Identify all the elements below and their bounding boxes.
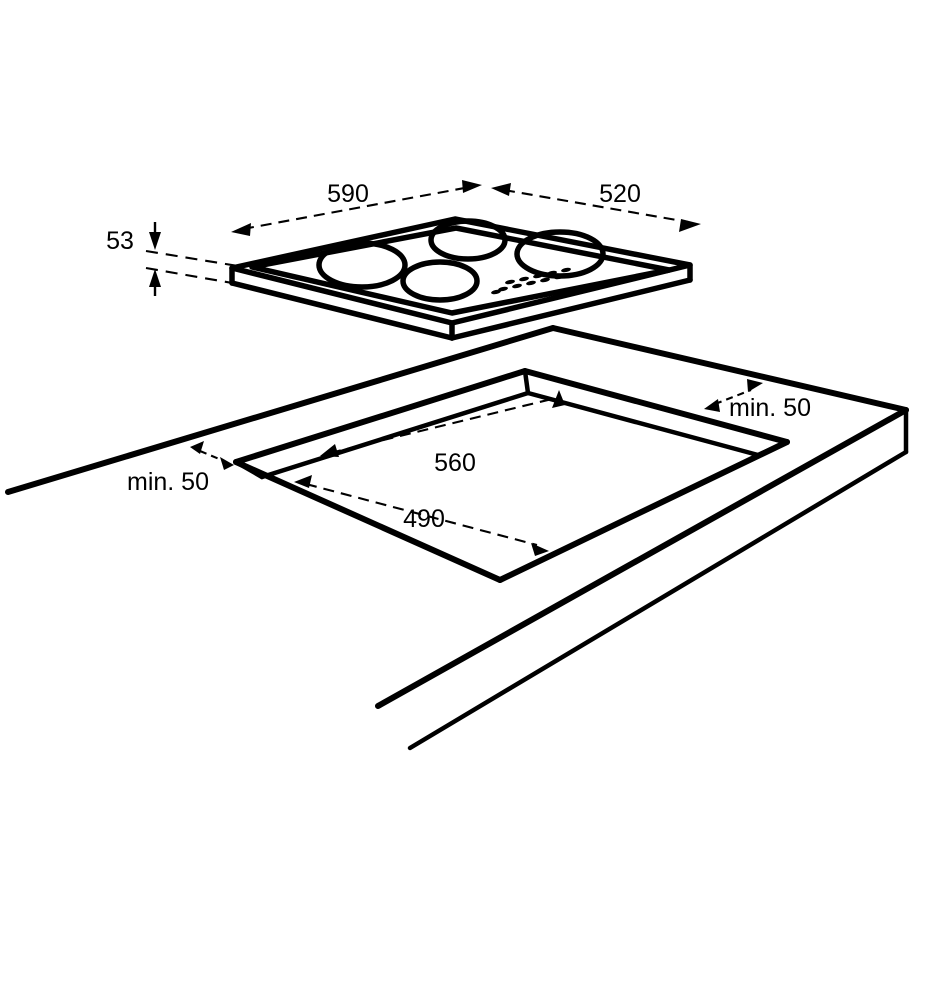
arrow-head-560-lower — [320, 444, 339, 457]
control-mark — [547, 270, 557, 276]
cutout-outer-rim-back-left — [233, 368, 528, 465]
control-mark — [533, 273, 543, 279]
dimension-cutout-depth: 490 — [294, 475, 549, 556]
cooktop-body-front-right-edge — [449, 277, 693, 341]
dimension-label-53: 53 — [106, 227, 134, 255]
control-mark — [561, 267, 571, 273]
cutout-left-corner-thickness — [233, 459, 265, 480]
arrow-head-520-right — [679, 219, 701, 232]
arrow-head-clearance-right-upper — [747, 379, 763, 392]
arrow-head-clearance-left-upper — [190, 441, 204, 454]
control-mark — [491, 289, 501, 295]
dimension-label-clearance-left: min. 50 — [127, 468, 209, 496]
cooktop-plate-inner-bevel — [249, 225, 672, 316]
burner-ring-rear-left — [428, 218, 508, 262]
dimension-hob-depth: 520 — [491, 180, 701, 232]
dimension-line-560 — [329, 397, 553, 455]
dimension-hob-width: 590 — [231, 180, 482, 236]
cutout-outer-rim-back-right — [522, 368, 790, 445]
control-mark — [519, 276, 529, 282]
dimension-cutout-width: 560 — [320, 390, 565, 477]
control-mark — [526, 280, 536, 286]
cooktop-group — [229, 216, 693, 341]
countertop-group — [5, 325, 909, 751]
dimension-line-clearance-right — [714, 389, 752, 405]
control-mark — [498, 286, 508, 292]
dimension-clearance-right: min. 50 — [704, 379, 811, 422]
arrow-head-490-right — [531, 543, 549, 556]
cutout-outer-rim-front-right — [497, 439, 790, 583]
arrow-head-clearance-left-lower — [220, 457, 234, 470]
arrow-head-53-bottom — [149, 269, 161, 287]
control-mark — [512, 283, 522, 289]
extension-line-53-bottom — [145, 266, 239, 286]
dimension-label-clearance-right: min. 50 — [729, 394, 811, 422]
arrow-head-560-upper — [552, 390, 565, 408]
countertop-right-rear-edge — [550, 325, 909, 413]
cooktop-body-front-left-edge — [229, 280, 455, 341]
dimension-label-490: 490 — [403, 505, 445, 533]
dimension-line-520 — [503, 188, 689, 224]
cooktop-top-plate-outline — [229, 216, 693, 326]
burner-ring-front-left — [316, 240, 408, 290]
dimension-hob-height: 53 — [106, 222, 239, 296]
arrow-head-53-top — [149, 232, 161, 250]
control-mark — [540, 277, 550, 283]
dimension-label-560: 560 — [434, 449, 476, 477]
cutout-outer-rim-front-left — [233, 459, 503, 583]
dimension-clearance-left: min. 50 — [127, 441, 234, 496]
burner-ring-front-right — [400, 259, 480, 303]
arrow-head-490-left — [294, 475, 312, 488]
extension-line-53-top — [145, 249, 239, 268]
countertop-back-edge — [5, 325, 556, 495]
cutout-inner-edge-back-right — [525, 390, 761, 458]
cutout-inner-edge-back-left — [259, 390, 531, 480]
dimension-label-590: 590 — [327, 180, 369, 208]
arrow-head-clearance-right-lower — [704, 399, 720, 412]
dimension-label-520: 520 — [599, 180, 641, 208]
control-mark — [505, 279, 515, 285]
control-mark — [554, 274, 564, 280]
cutout-right-corner-thickness — [755, 439, 790, 458]
countertop-front-top-edge — [375, 407, 909, 709]
control-panel-marks[interactable] — [491, 267, 572, 295]
arrow-head-520-left — [491, 183, 511, 196]
dimension-line-490 — [305, 482, 538, 547]
arrow-head-590-left — [231, 223, 251, 236]
cutout-rear-corner-thickness — [522, 368, 531, 396]
dimension-line-590 — [242, 185, 471, 231]
dimension-line-clearance-left — [199, 450, 225, 462]
countertop-front-bottom-edge — [407, 449, 909, 751]
arrow-head-590-right — [462, 180, 482, 193]
